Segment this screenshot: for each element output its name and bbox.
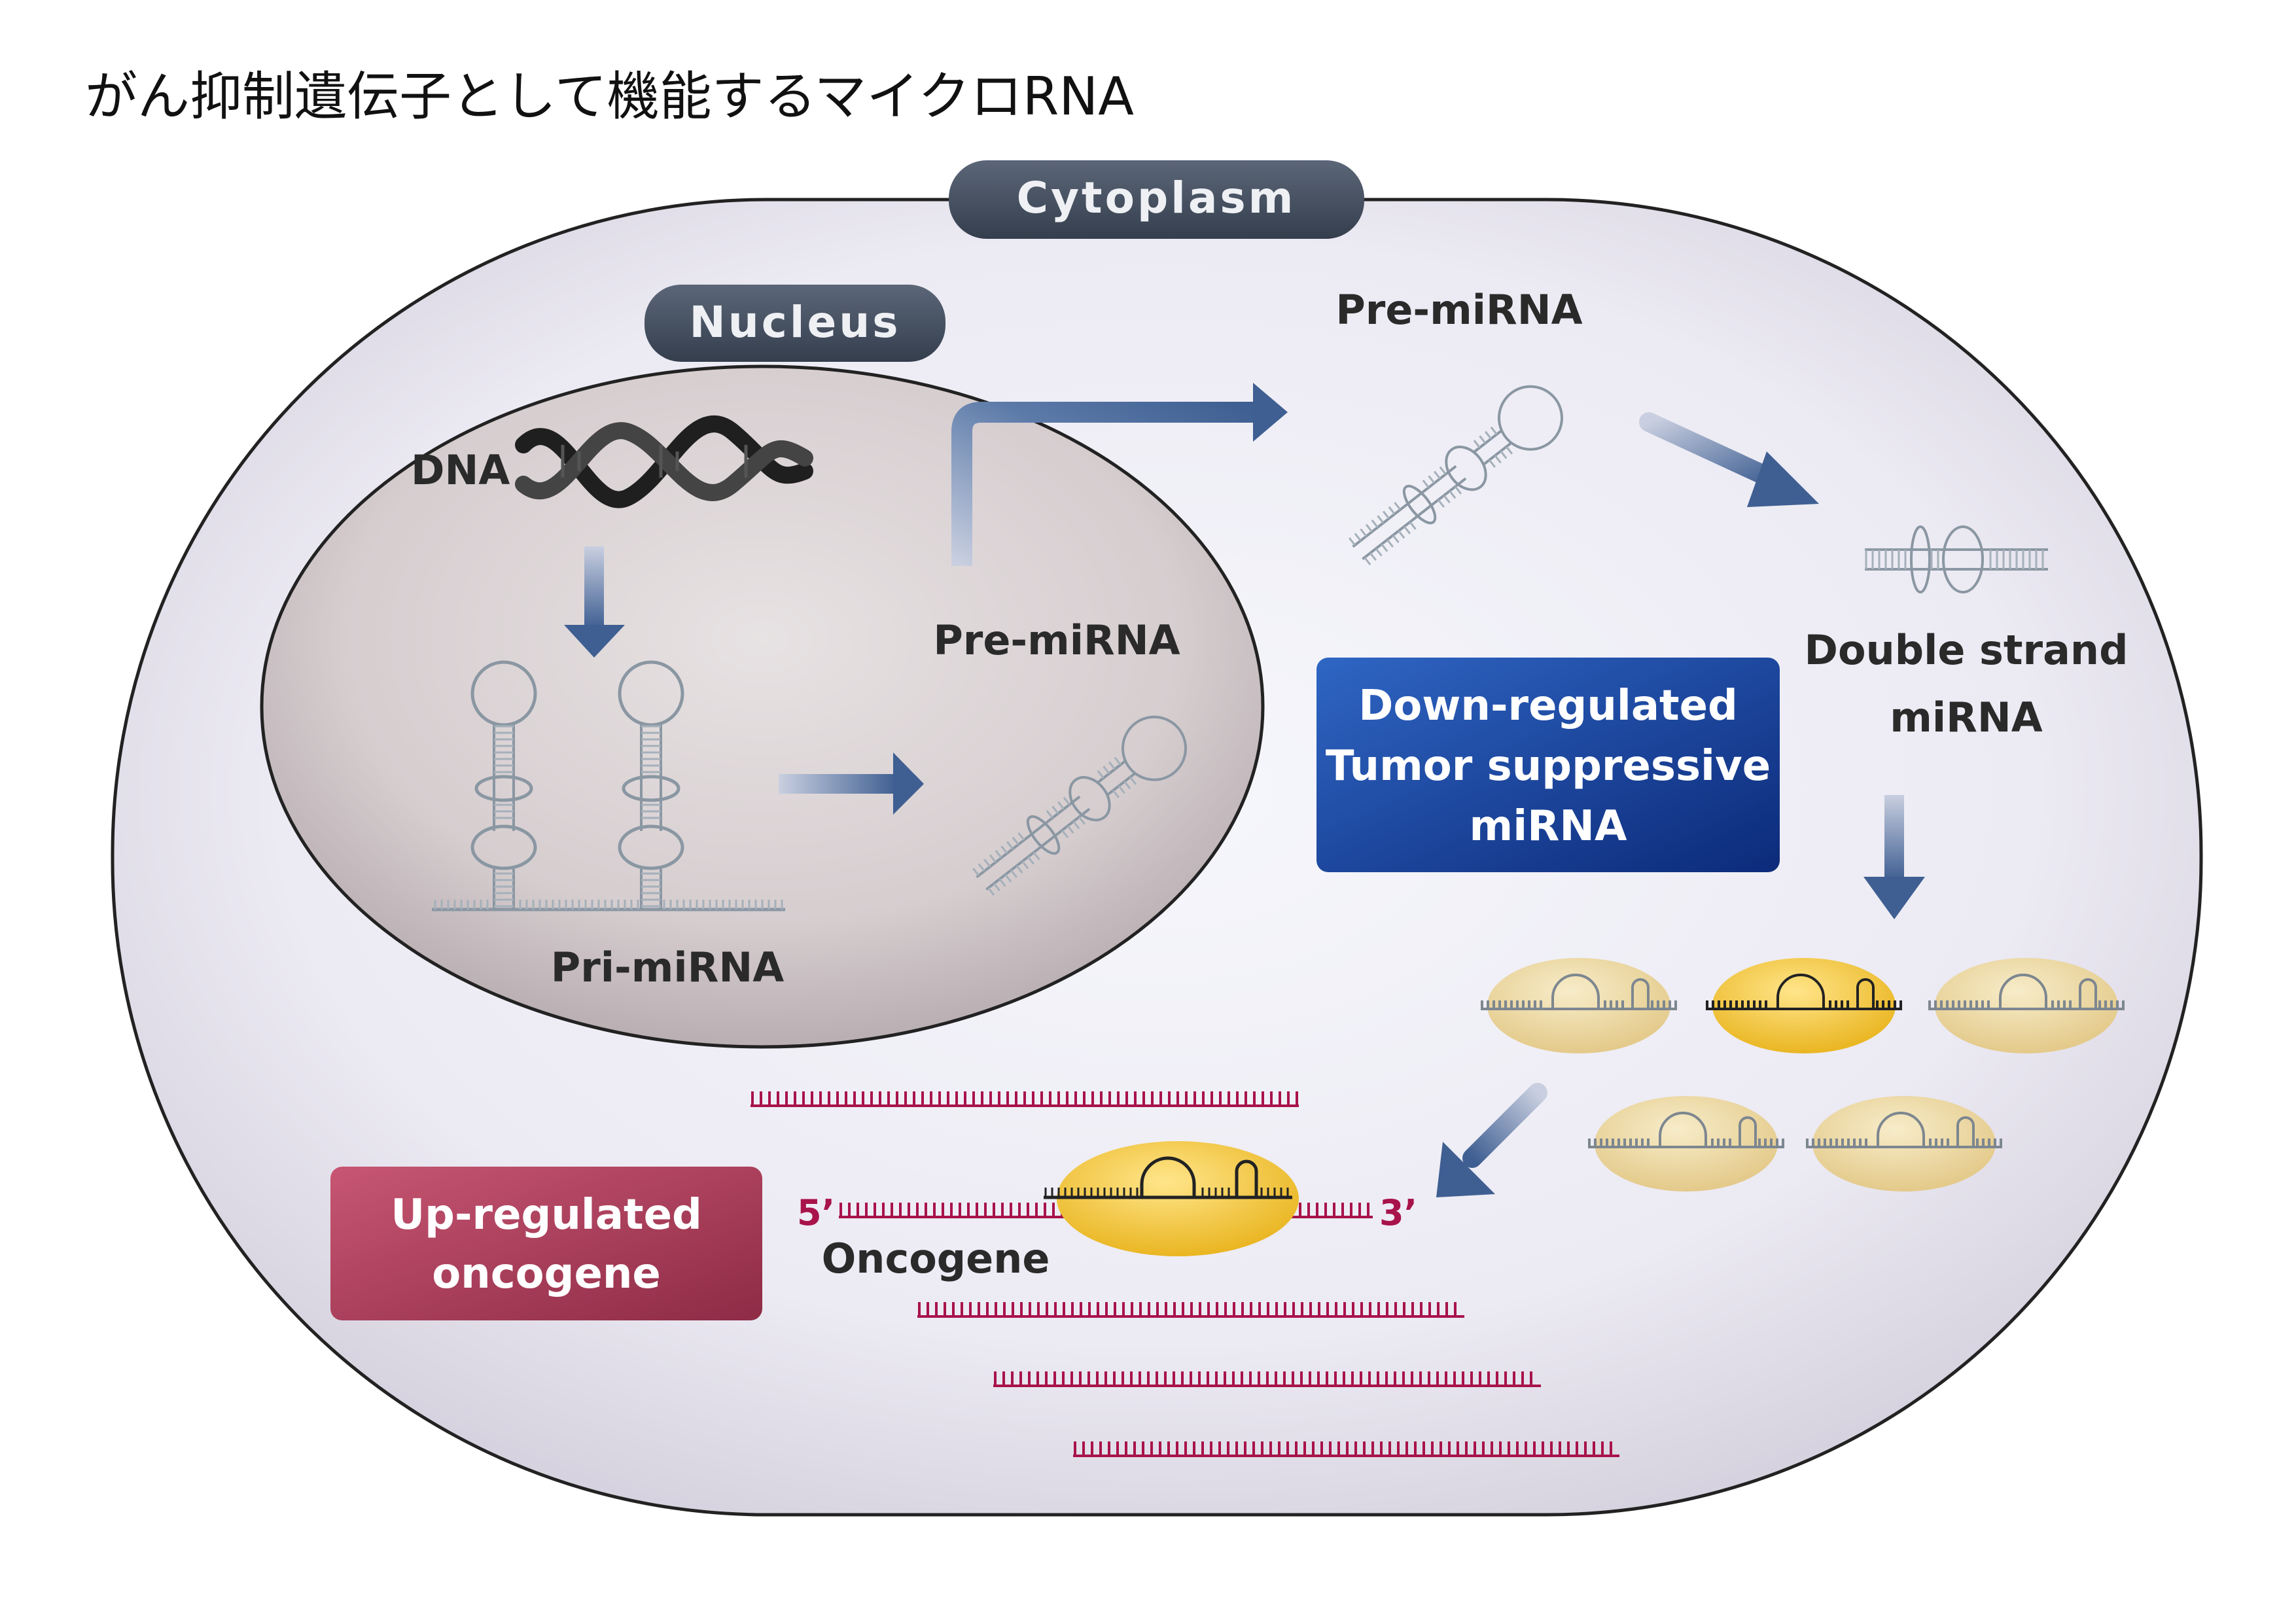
pre-mirna-nucleus-label: Pre-miRNA [933,616,1180,664]
svg-text:Up-regulated: Up-regulated [391,1191,702,1239]
svg-text:miRNA: miRNA [1470,802,1627,851]
risc-complex [1588,1096,1784,1192]
risc-complex [1481,958,1677,1053]
arrow-targeting [1436,1083,1547,1197]
double-strand-label-2: miRNA [1890,694,2042,741]
page-title: がん抑制遺伝子として機能するマイクロRNA [85,66,1134,127]
nucleus [260,364,1265,1049]
mrna-strand [917,1302,1464,1318]
pre-mirna-cytoplasm-icon [1348,385,1563,565]
risc-bound-oncogene [1044,1141,1299,1256]
svg-text:Nucleus: Nucleus [689,297,900,347]
nucleus-label: Nucleus [645,285,945,362]
dna-rungs [561,445,748,478]
svg-text:Cytoplasm: Cytoplasm [1017,173,1296,223]
arrow-export [951,383,1288,566]
pri-mirna-label: Pri-miRNA [551,944,784,991]
down-regulated-box: Down-regulated Tumor suppressive miRNA [1316,658,1780,872]
pre-mirna-nucleus-icon [972,715,1187,896]
risc-complex [1928,958,2125,1053]
risc-complex [1806,1096,2002,1192]
arrow-transcription [564,546,625,658]
three-prime-label: 3’ [1379,1192,1417,1233]
risc-complex-active [1706,958,1902,1053]
mrna-strand [1073,1441,1619,1457]
oncogene-label: Oncogene [822,1235,1050,1282]
arrow-risc-loading [1863,795,1925,919]
five-prime-label: 5’ [797,1192,835,1233]
pri-mirna-icon [432,662,785,911]
up-regulated-box: Up-regulated oncogene [330,1167,762,1320]
mrna-strand [993,1371,1541,1387]
risc-complexes [1481,958,2125,1192]
svg-text:Tumor suppressive: Tumor suppressive [1326,742,1771,790]
cytoplasm-label: Cytoplasm [949,160,1364,239]
svg-text:oncogene: oncogene [432,1250,661,1298]
mrna-strand [751,1091,1299,1107]
arrow-dicer [1639,412,1819,507]
double-strand-mirna-icon [1865,525,2048,593]
dna-label: DNA [411,446,510,494]
dna-helix-icon [515,415,813,508]
svg-text:Down-regulated: Down-regulated [1358,682,1738,730]
pre-mirna-cytoplasm-label: Pre-miRNA [1335,286,1582,334]
arrow-drosha [779,752,924,815]
double-strand-label-1: Double strand [1805,626,2128,674]
